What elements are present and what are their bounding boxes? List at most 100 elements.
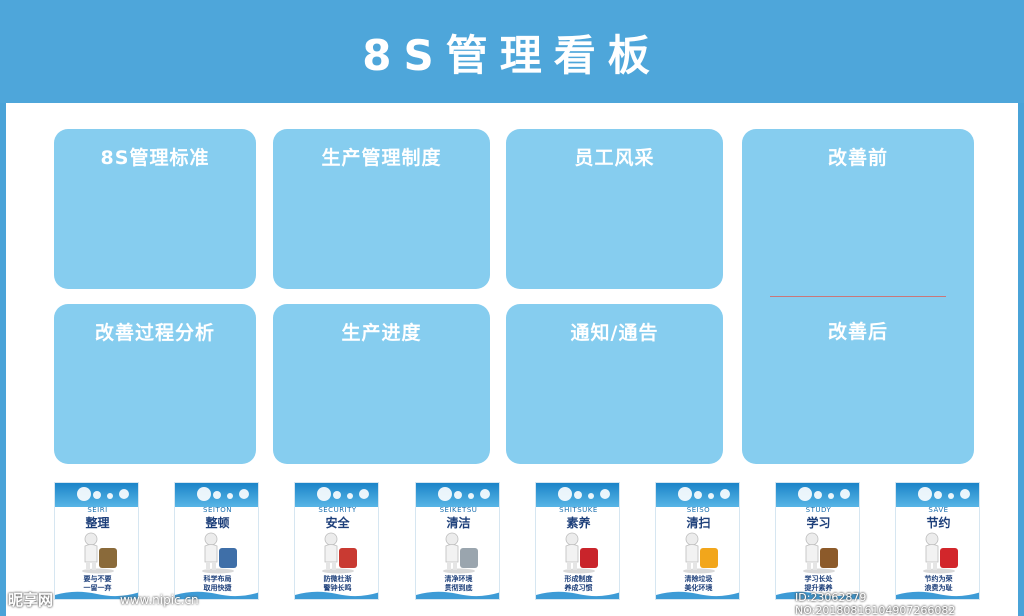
bubble-icon [333,491,341,499]
bubble-icon [814,491,822,499]
card-wave [776,591,859,599]
bubble-icon [347,493,353,499]
card-slogan-2: 提升素养 [804,584,833,592]
moneybag-figure-icon [923,532,958,574]
bubble-icon [239,489,249,499]
cleaning-figure-icon [443,532,478,574]
bubble-icon [359,489,369,499]
card-header-band [536,483,619,507]
board-header: 8S管理看板 [0,0,1024,103]
poster-card-shitsuke: SHITSUKE 素养形成制度养成习惯 [535,482,620,600]
bubble-icon [317,487,331,501]
after-label: 改善后 [827,321,888,343]
handshake-figure-icon [563,532,598,574]
poster-card-security: SECURITY 安全防微杜渐警钟长鸣 [294,482,379,600]
bubble-icon [574,491,582,499]
poster-card-save: SAVE 节约节约为荣浪费为耻 [895,482,980,600]
bubble-icon [708,493,714,499]
trashbin-figure-icon [683,532,718,574]
card-chinese: 学习 [806,516,831,530]
gear-figure-icon [202,532,237,574]
bubble-icon [213,491,221,499]
card-header-band [416,483,499,507]
bubble-icon [119,489,129,499]
panel-8s-standard: 8S管理标准 [54,129,256,289]
panel-label: 改善过程分析 [94,322,215,344]
card-chinese: 节约 [926,516,951,530]
bubble-icon [600,489,610,499]
bubble-icon [558,487,572,501]
toolbox-figure-icon [82,532,117,574]
panel-staff-showcase: 员工风采 [506,129,723,289]
abacus-figure-icon [803,532,838,574]
panel-improvement-analysis: 改善过程分析 [54,304,256,464]
bubble-icon [588,493,594,499]
card-slogan-2: 贯彻到底 [444,584,473,592]
card-chinese: 清扫 [686,516,711,530]
safety-figure-icon [322,532,357,574]
bubble-icon [934,491,942,499]
card-chinese: 安全 [325,516,350,530]
card-header-band [55,483,138,507]
card-slogan-2: 浪费为耻 [924,584,953,592]
card-wave [536,591,619,599]
card-english: SECURITY [318,506,357,514]
card-header-band [896,483,979,507]
before-after-divider [770,296,946,297]
bubble-icon [694,491,702,499]
card-english: STUDY [805,506,832,514]
card-english: SEITON [203,506,232,514]
card-slogan-1: 要与不要 [83,575,112,583]
card-wave [175,591,258,599]
card-chinese: 素养 [566,516,591,530]
card-english: SHITSUKE [559,506,598,514]
card-slogan-1: 节约为荣 [924,575,953,583]
panel-label: 生产进度 [341,322,422,344]
bubble-icon [798,487,812,501]
bubble-icon [93,491,101,499]
card-english: SEIKETSU [439,506,478,514]
card-chinese: 整理 [85,516,110,530]
card-slogan-2: 一留一弃 [83,584,112,592]
bubble-icon [720,489,730,499]
panel-label: 生产管理制度 [321,147,442,169]
card-english: SAVE [928,506,949,514]
card-slogan-1: 清净环境 [444,575,473,583]
bubble-icon [960,489,970,499]
bubble-icon [828,493,834,499]
card-header-band [656,483,739,507]
watermark-url: www.nipic.cn [120,593,199,607]
panel-notices: 通知/通告 [506,304,723,464]
bubble-icon [840,489,850,499]
card-slogan-2: 养成习惯 [564,584,593,592]
card-chinese: 整顿 [205,516,230,530]
panel-label: 8S管理标准 [100,147,210,169]
bubble-icon [227,493,233,499]
panel-label: 通知/通告 [570,322,659,344]
watermark-site: 昵享网 [8,591,54,609]
bubble-icon [77,487,91,501]
bubble-icon [197,487,211,501]
bubble-icon [918,487,932,501]
card-wave [295,591,378,599]
panel-production-rules: 生产管理制度 [273,129,490,289]
card-slogan-2: 美化环境 [684,584,713,592]
card-slogan-1: 形成制度 [564,575,593,583]
card-slogan-2: 警钟长鸣 [323,584,352,592]
card-header-band [175,483,258,507]
card-wave [55,591,138,599]
panel-before-after: 改善前 改善后 [742,129,974,464]
bubble-icon [454,491,462,499]
card-header-band [295,483,378,507]
card-slogan-1: 防微杜渐 [323,575,352,583]
card-wave [896,591,979,599]
bubble-icon [468,493,474,499]
card-slogan-2: 取用快捷 [203,584,232,592]
card-wave [416,591,499,599]
before-label: 改善前 [827,147,888,169]
bubble-icon [438,487,452,501]
